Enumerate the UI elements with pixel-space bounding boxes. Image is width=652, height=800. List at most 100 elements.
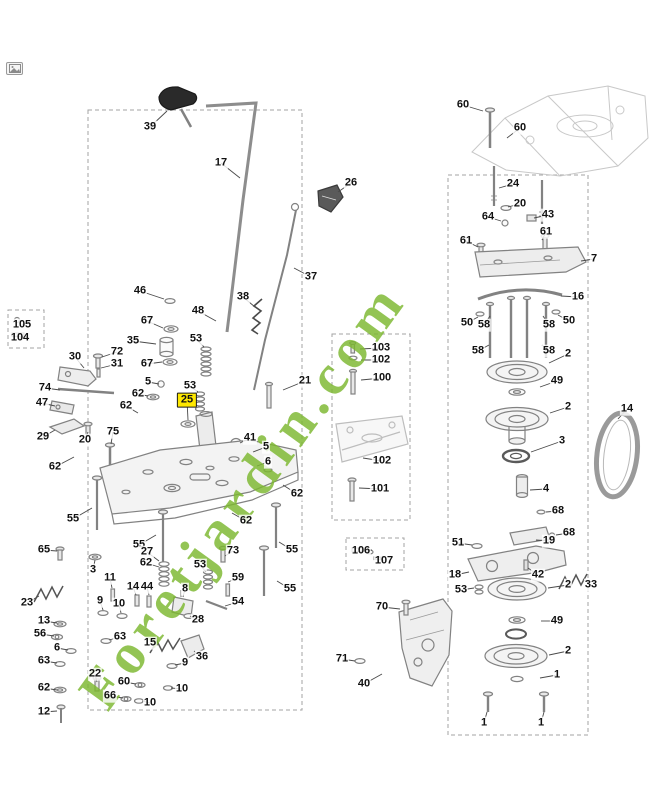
- part-callout-42: 42: [530, 568, 546, 582]
- part-callout-39: 39: [142, 120, 158, 134]
- part-callout-28: 28: [190, 613, 206, 627]
- part-callout-6: 6: [263, 455, 273, 469]
- part-callout-17: 17: [213, 156, 229, 170]
- part-callout-2: 2: [563, 347, 573, 361]
- part-callout-14: 14: [619, 402, 635, 416]
- part-callout-49: 49: [549, 374, 565, 388]
- part-callout-18: 18: [447, 568, 463, 582]
- part-callout-20: 20: [77, 433, 93, 447]
- part-callout-9: 9: [95, 594, 105, 608]
- part-callout-1: 1: [552, 668, 562, 682]
- part-callout-23: 23: [19, 596, 35, 610]
- part-callout-56: 56: [32, 627, 48, 641]
- part-callout-48: 48: [190, 304, 206, 318]
- part-callout-65: 65: [36, 543, 52, 557]
- part-callout-41: 41: [242, 431, 258, 445]
- part-callout-37: 37: [303, 270, 319, 284]
- part-callout-73: 73: [225, 544, 241, 558]
- part-callout-75: 75: [105, 425, 121, 439]
- part-callout-13: 13: [36, 614, 52, 628]
- part-callout-2: 2: [563, 400, 573, 414]
- part-callout-38: 38: [235, 290, 251, 304]
- part-callout-53: 53: [453, 583, 469, 597]
- part-callout-106: 106: [350, 544, 372, 558]
- part-callout-1: 1: [479, 716, 489, 730]
- part-callout-66: 66: [102, 689, 118, 703]
- part-callout-3: 3: [557, 434, 567, 448]
- part-callout-44: 44: [139, 580, 155, 594]
- part-callout-47: 47: [34, 396, 50, 410]
- part-callout-58: 58: [541, 344, 557, 358]
- part-callout-12: 12: [36, 705, 52, 719]
- parts-art: [11, 86, 641, 723]
- part-callout-105: 105: [11, 318, 33, 332]
- part-callout-21: 21: [297, 374, 313, 388]
- part-callout-102: 102: [371, 454, 393, 468]
- part-callout-71: 71: [334, 652, 350, 666]
- part-callout-53: 53: [182, 379, 198, 393]
- part-callout-highlighted-25: 25: [176, 392, 198, 408]
- part-callout-101: 101: [369, 482, 391, 496]
- part-callout-46: 46: [132, 284, 148, 298]
- part-callout-68: 68: [550, 504, 566, 518]
- part-callout-35: 35: [125, 334, 141, 348]
- part-callout-102: 102: [370, 353, 392, 367]
- part-callout-60: 60: [512, 121, 528, 135]
- part-callout-53: 53: [192, 558, 208, 572]
- part-callout-62: 62: [47, 460, 63, 474]
- image-thumbnail-icon: [6, 62, 23, 75]
- part-callout-49: 49: [549, 614, 565, 628]
- part-callout-2: 2: [563, 644, 573, 658]
- part-callout-74: 74: [37, 381, 53, 395]
- part-callout-26: 26: [343, 176, 359, 190]
- part-callout-40: 40: [356, 677, 372, 691]
- part-callout-22: 22: [87, 667, 103, 681]
- part-callout-19: 19: [541, 534, 557, 548]
- part-callout-30: 30: [67, 350, 83, 364]
- part-callout-103: 103: [370, 341, 392, 355]
- part-callout-59: 59: [230, 571, 246, 585]
- part-callout-36: 36: [194, 650, 210, 664]
- part-callout-8: 8: [180, 582, 190, 596]
- part-callout-7: 7: [589, 252, 599, 266]
- part-callout-54: 54: [230, 595, 246, 609]
- part-callout-1: 1: [536, 716, 546, 730]
- part-callout-5: 5: [143, 375, 153, 389]
- part-callout-62: 62: [36, 681, 52, 695]
- thumbnail-glyph: [8, 64, 21, 73]
- part-callout-62: 62: [118, 399, 134, 413]
- part-callout-43: 43: [540, 208, 556, 222]
- part-callout-67: 67: [139, 357, 155, 371]
- part-callout-63: 63: [112, 630, 128, 644]
- part-callout-70: 70: [374, 600, 390, 614]
- part-callout-55: 55: [282, 582, 298, 596]
- part-callout-67: 67: [139, 314, 155, 328]
- part-callout-60: 60: [455, 98, 471, 112]
- part-callout-64: 64: [480, 210, 496, 224]
- part-callout-2: 2: [563, 578, 573, 592]
- part-callout-62: 62: [238, 514, 254, 528]
- part-callout-53: 53: [188, 332, 204, 346]
- part-callout-58: 58: [470, 344, 486, 358]
- part-callout-29: 29: [35, 430, 51, 444]
- part-callout-55: 55: [284, 543, 300, 557]
- part-callout-55: 55: [65, 512, 81, 526]
- part-callout-61: 61: [458, 234, 474, 248]
- part-callout-62: 62: [138, 556, 154, 570]
- part-callout-10: 10: [174, 682, 190, 696]
- part-callout-14: 14: [125, 580, 141, 594]
- part-callout-20: 20: [512, 197, 528, 211]
- part-callout-107: 107: [373, 554, 395, 568]
- part-callout-58: 58: [476, 318, 492, 332]
- part-callout-72: 72: [109, 345, 125, 359]
- part-callout-68: 68: [561, 526, 577, 540]
- part-callout-50: 50: [459, 316, 475, 330]
- part-callout-51: 51: [450, 536, 466, 550]
- part-callout-50: 50: [561, 314, 577, 328]
- part-callout-33: 33: [583, 578, 599, 592]
- part-callout-104: 104: [9, 331, 31, 345]
- part-callout-58: 58: [541, 318, 557, 332]
- part-callout-3: 3: [88, 563, 98, 577]
